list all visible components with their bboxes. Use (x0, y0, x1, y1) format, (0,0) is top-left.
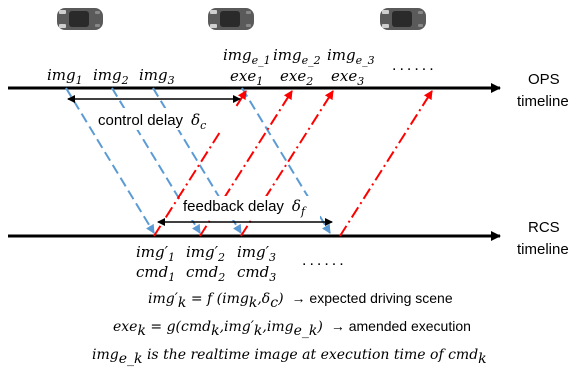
control-delay-bg (94, 108, 244, 130)
label-img-e2: imge_2 (273, 46, 321, 67)
car-icon (57, 8, 103, 30)
label-exe1: exe1 (230, 67, 263, 88)
label-cmd2: cmd2 (186, 263, 225, 284)
equation-1: img′k = f (imgk,δc) → expected driving s… (148, 290, 453, 311)
label-img2: img2 (93, 66, 129, 87)
label-img-e3: imge_3 (327, 46, 375, 67)
label-img2-prime: img′2 (186, 243, 225, 264)
label-img3: img3 (139, 66, 175, 87)
label-img1: img1 (47, 66, 83, 87)
ops-ellipsis: ...... (392, 57, 437, 74)
feedback-delay-bg (180, 196, 320, 220)
feedback-delay-label: feedback delay δf (183, 197, 307, 218)
label-exe3: exe3 (331, 67, 364, 88)
command-arrow (339, 90, 433, 237)
label-img-e1: imge_1 (223, 46, 271, 67)
label-cmd1: cmd1 (136, 263, 175, 284)
label-img1-prime: img′1 (136, 243, 175, 264)
label-img3-prime: img′3 (237, 243, 276, 264)
rcs-ellipsis: ...... (302, 252, 347, 269)
image-arrow (65, 87, 155, 234)
rcs-title: RCS (528, 219, 560, 236)
equation-2: exek = g(cmdk,img′k,imge_k) → amended ex… (113, 318, 471, 339)
label-cmd3: cmd3 (237, 263, 276, 284)
ops-subtitle: timeline (517, 93, 569, 110)
control-delay-label: control delay δc (98, 111, 206, 132)
car-icon (380, 8, 426, 30)
rcs-subtitle: timeline (517, 241, 569, 258)
equation-3: imge_k is the realtime image at executio… (92, 347, 487, 367)
car-icon (208, 8, 254, 30)
ops-title: OPS (528, 71, 560, 88)
label-exe2: exe2 (280, 67, 313, 88)
